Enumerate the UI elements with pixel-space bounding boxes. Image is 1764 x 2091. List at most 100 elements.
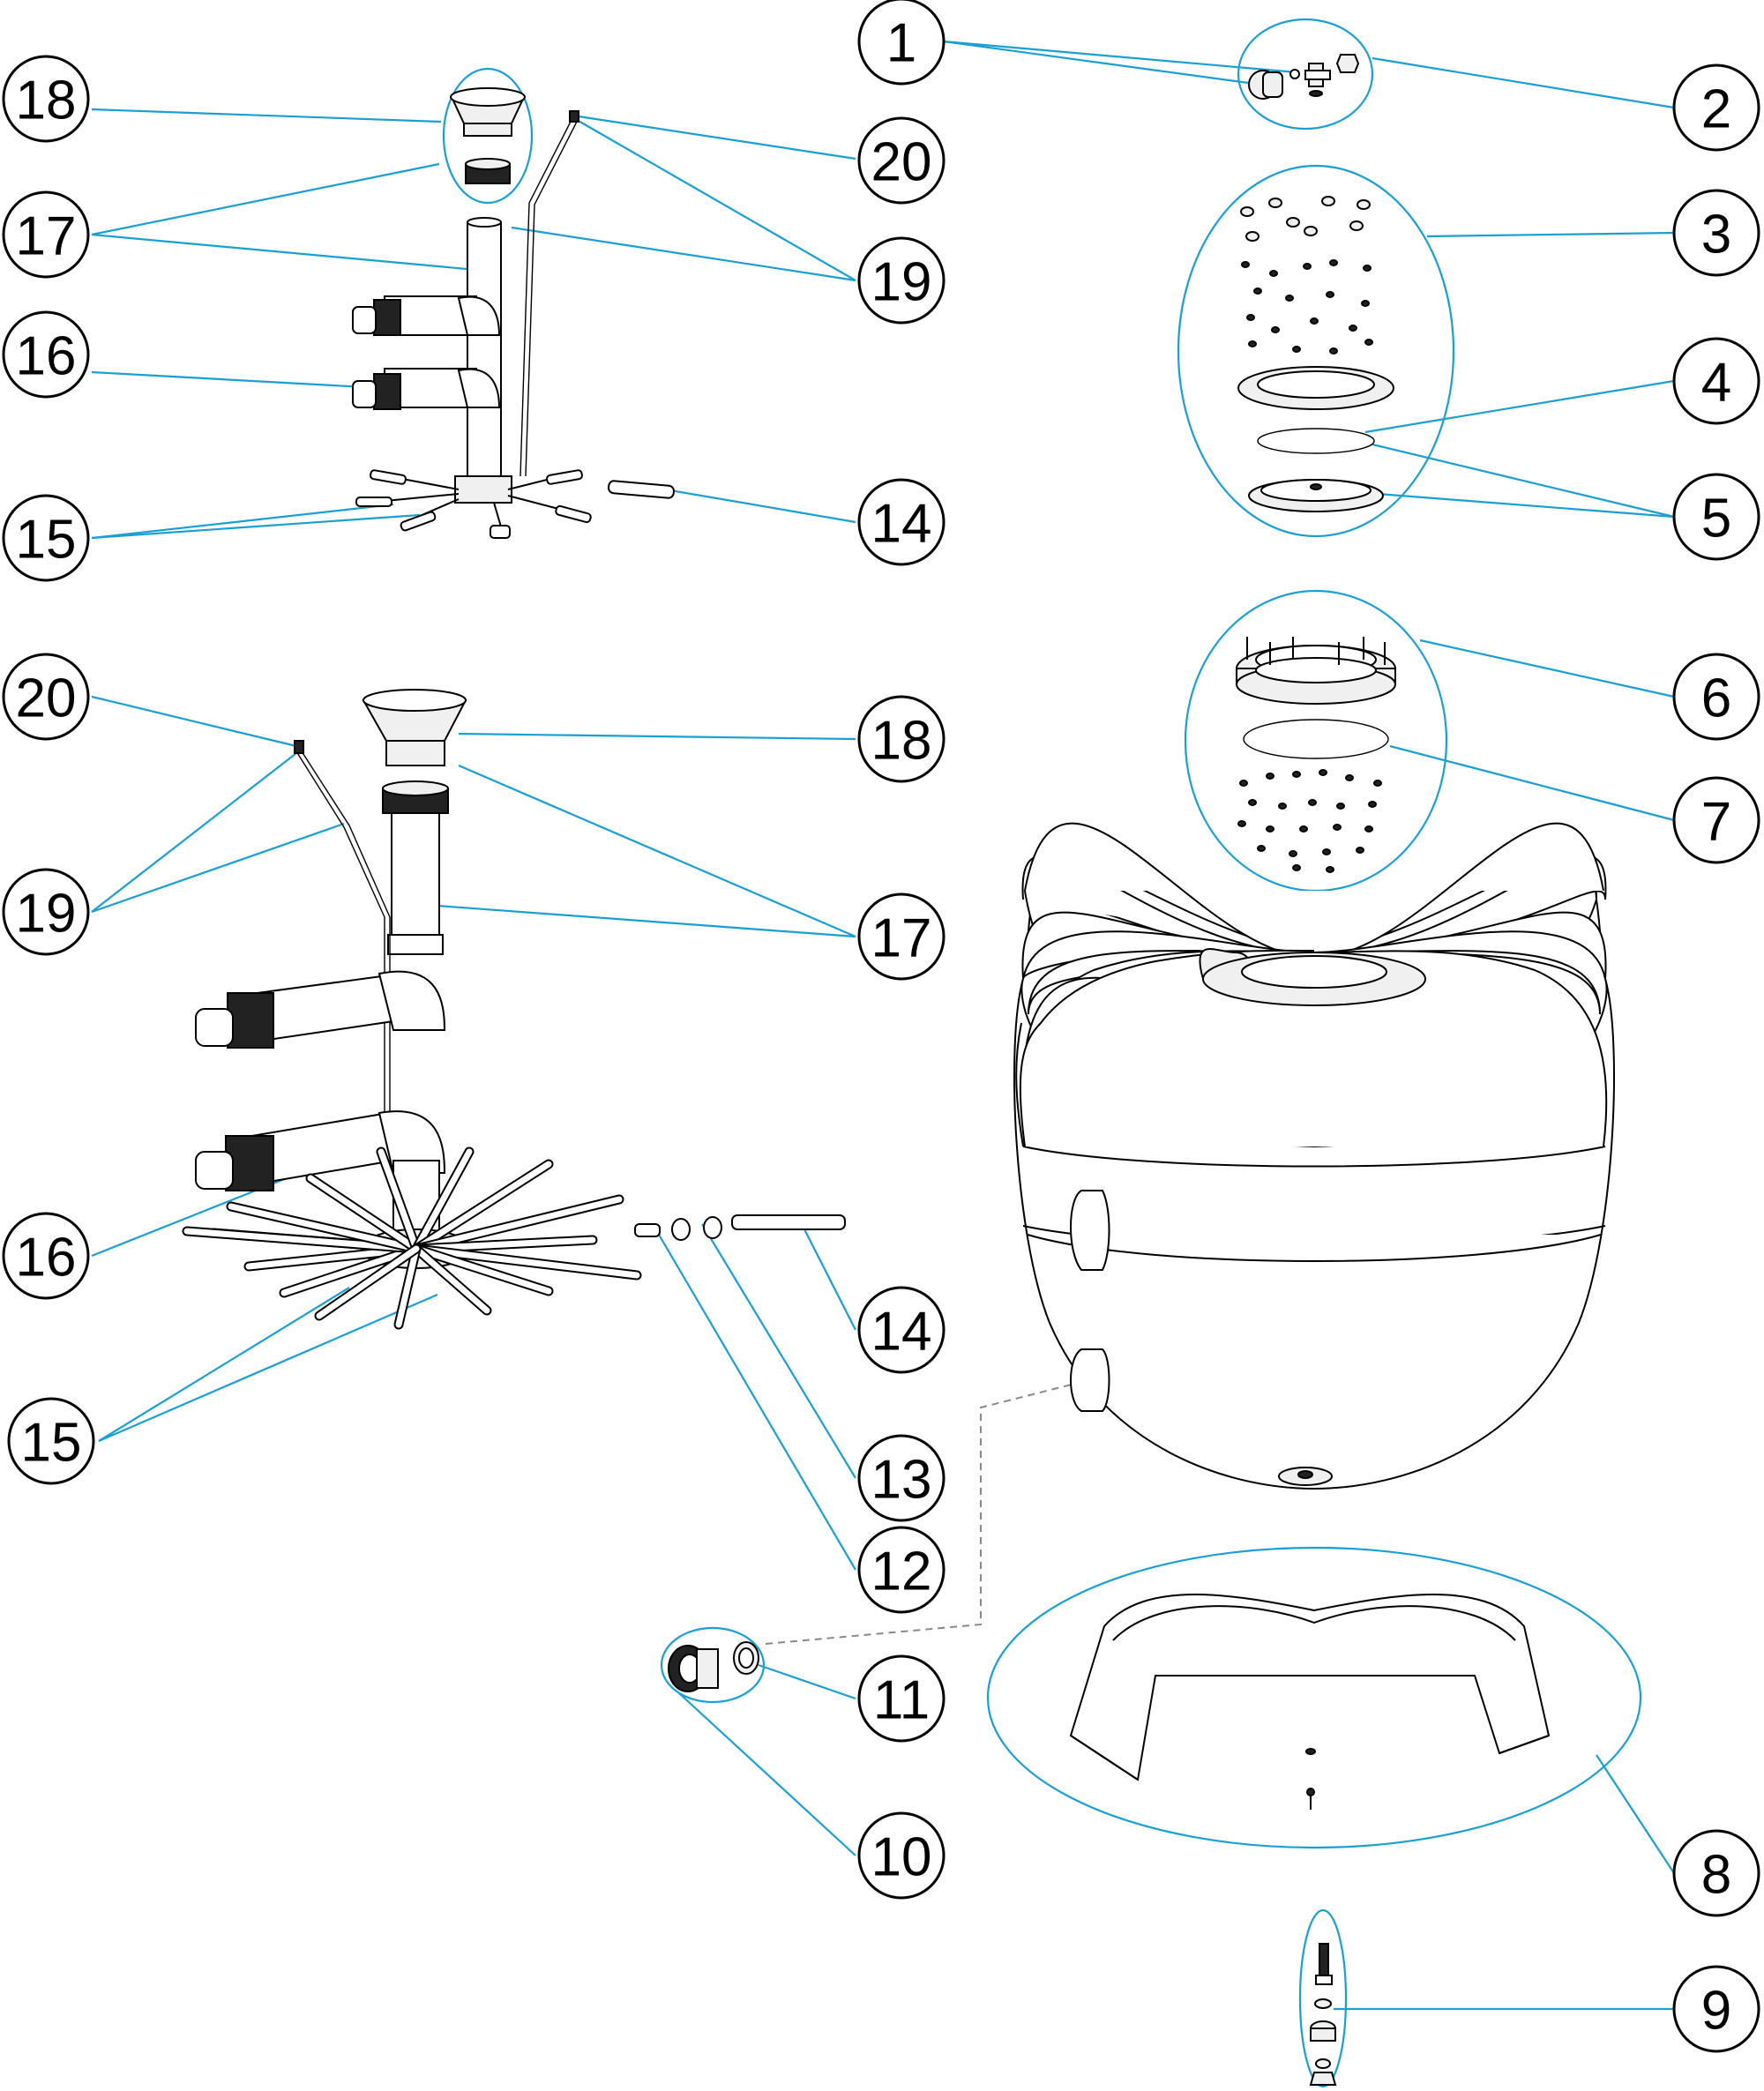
lateral-tube-fill xyxy=(245,1245,420,1270)
callout-c3: 3 xyxy=(1672,189,1760,277)
callout-label: 4 xyxy=(1701,353,1731,414)
nut-icon xyxy=(1299,825,1308,833)
callout-c5: 5 xyxy=(1672,473,1760,561)
stud-icon xyxy=(1310,317,1319,325)
nut-icon xyxy=(1278,803,1287,810)
callout-c18b: 18 xyxy=(857,695,946,783)
lateral-tube-fill xyxy=(413,1245,490,1314)
callout-label: 8 xyxy=(1701,1845,1731,1906)
callout-label: 6 xyxy=(1701,668,1731,729)
stud-icon xyxy=(1246,314,1255,321)
stud-icon xyxy=(1357,199,1371,210)
nut-icon xyxy=(1266,825,1274,833)
callout-c8: 8 xyxy=(1672,1829,1760,1917)
lateral-tube-fill xyxy=(413,1148,473,1252)
callout-label: 9 xyxy=(1701,1981,1731,2042)
stud-icon xyxy=(1329,259,1338,266)
lateral-tube-fill xyxy=(377,1148,420,1252)
part-drain-valve-set xyxy=(1248,54,1360,100)
callout-c10: 10 xyxy=(857,1811,946,1900)
callout-circle xyxy=(857,695,946,783)
callout-c18: 18 xyxy=(2,55,90,143)
callout-c15: 15 xyxy=(2,494,90,582)
group-ellipses xyxy=(442,18,1642,2088)
lateral-tube-fill xyxy=(413,1245,552,1295)
callout-c12: 12 xyxy=(857,1526,946,1614)
stud-icon xyxy=(1285,295,1294,302)
callout-c20: 20 xyxy=(857,116,946,205)
callout-circle xyxy=(2,494,90,582)
callout-c14b: 14 xyxy=(857,1286,946,1374)
callout-c1: 1 xyxy=(857,0,946,86)
lateral-tube-fill xyxy=(413,1245,640,1279)
nut-icon xyxy=(1257,845,1266,852)
callout-circle xyxy=(857,1811,946,1900)
callout-circle xyxy=(1672,1829,1760,1917)
callout-label: 20 xyxy=(871,132,932,193)
callout-c13: 13 xyxy=(857,1434,946,1522)
nut-icon xyxy=(1326,866,1334,873)
callout-label: 10 xyxy=(871,1827,932,1888)
callout-circle xyxy=(1672,63,1760,152)
group-ellipse-base xyxy=(986,1546,1642,1849)
stud-icon xyxy=(1304,226,1318,236)
stud-icon xyxy=(1269,270,1278,277)
callout-c17b: 17 xyxy=(857,892,946,981)
callout-label: 2 xyxy=(1701,79,1731,140)
part-lid-oring xyxy=(1248,428,1384,512)
stud-icon xyxy=(1286,217,1300,228)
lateral-tube-fill xyxy=(307,1175,420,1252)
callout-circle xyxy=(857,0,946,86)
callout-circle xyxy=(857,892,946,981)
lateral-tube-fill xyxy=(280,1245,420,1296)
callout-c2: 2 xyxy=(1672,63,1760,152)
callouts: 1234567891011121314141515161617171818191… xyxy=(2,0,1760,2053)
callout-circle xyxy=(1672,653,1760,741)
callout-c9: 9 xyxy=(1672,1965,1760,2053)
part-collar-oring xyxy=(1237,719,1389,873)
callout-label: 15 xyxy=(16,510,77,571)
part-filter-tank xyxy=(1013,822,1615,1490)
nut-icon xyxy=(1237,820,1246,827)
callout-c4: 4 xyxy=(1672,337,1760,425)
stud-icon xyxy=(1292,346,1301,353)
callout-label: 1 xyxy=(886,13,916,74)
callout-circle xyxy=(2,1212,90,1300)
callout-label: 20 xyxy=(16,668,77,729)
nut-icon xyxy=(1368,801,1377,808)
callout-circle xyxy=(1672,337,1760,425)
stud-icon xyxy=(1329,347,1338,355)
callout-label: 16 xyxy=(16,326,77,387)
callout-label: 7 xyxy=(1701,792,1731,853)
callout-c11: 11 xyxy=(857,1654,946,1743)
leader-lines xyxy=(91,40,1675,2011)
dashed-connector xyxy=(765,1375,1107,1645)
callout-circle xyxy=(857,116,946,205)
callout-label: 13 xyxy=(871,1450,932,1511)
callout-c17: 17 xyxy=(2,190,90,279)
lateral-tube-fill xyxy=(183,1228,420,1252)
callout-c14: 14 xyxy=(857,478,946,566)
callout-c16b: 16 xyxy=(2,1212,90,1300)
nut-icon xyxy=(1364,825,1373,833)
stud-icon xyxy=(1326,291,1334,298)
callout-c7: 7 xyxy=(1672,776,1760,864)
stud-icon xyxy=(1364,339,1373,346)
stud-icon xyxy=(1248,340,1257,347)
callout-c16: 16 xyxy=(2,310,90,399)
callout-circle xyxy=(857,1434,946,1522)
callout-label: 18 xyxy=(16,71,77,131)
callout-circle xyxy=(857,1526,946,1614)
callout-circle xyxy=(2,55,90,143)
part-lid-studs xyxy=(1240,196,1373,355)
callout-c19: 19 xyxy=(857,236,946,325)
stud-icon xyxy=(1349,325,1357,332)
nut-icon xyxy=(1373,780,1382,787)
part-base-stand xyxy=(1069,1594,1551,1810)
stud-icon xyxy=(1303,263,1312,270)
callout-label: 5 xyxy=(1701,489,1731,549)
lateral-tube-fill xyxy=(316,1245,420,1319)
nut-icon xyxy=(1308,799,1317,806)
part-drain-plug xyxy=(1309,1943,1337,2086)
